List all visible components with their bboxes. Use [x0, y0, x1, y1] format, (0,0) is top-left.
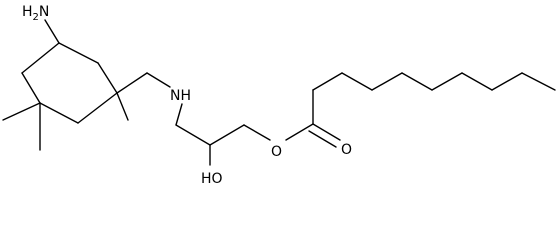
nh-to-ch2-bond	[175, 103, 183, 126]
ring-bond	[97, 62, 118, 94]
backbone-bond	[175, 124, 211, 146]
ester-oxygen-label: O	[271, 144, 282, 160]
cyclohexane-ring	[21, 42, 118, 124]
chain-bond	[461, 72, 493, 91]
methylene-to-nh-bond	[146, 72, 171, 88]
oxygen-to-carbonyl-bond	[285, 123, 314, 141]
amine-label: H2N	[22, 4, 49, 23]
chain-bond	[521, 72, 556, 91]
ch2-to-oxygen-bond	[243, 124, 271, 141]
methyl-bond	[2, 102, 41, 121]
backbone-bond	[209, 124, 245, 146]
ring-bond	[21, 42, 60, 74]
chain-bond	[371, 72, 403, 91]
chain-bond	[491, 72, 523, 91]
alkyl-chain	[312, 72, 556, 125]
methylene-bond	[116, 72, 148, 94]
chain-bond	[431, 72, 463, 91]
chain-bond	[312, 72, 343, 91]
chain-bond	[401, 72, 433, 91]
hydroxyl-label: HO	[201, 171, 223, 187]
ring-bond	[21, 72, 41, 104]
ring-bond	[58, 42, 99, 64]
nh-label: NH	[170, 88, 191, 104]
carbonyl-double-bond	[312, 123, 341, 141]
carbonyl-oxygen-label: O	[341, 142, 352, 158]
methyl-bond	[116, 92, 129, 121]
molecule-structure-diagram: H2N NH HO O O	[2, 4, 556, 187]
amine-bond	[44, 19, 60, 44]
carbonyl-double-bond	[308, 130, 337, 148]
ring-bond	[39, 102, 79, 124]
ring-bond	[77, 92, 118, 124]
chain-bond	[341, 72, 373, 91]
